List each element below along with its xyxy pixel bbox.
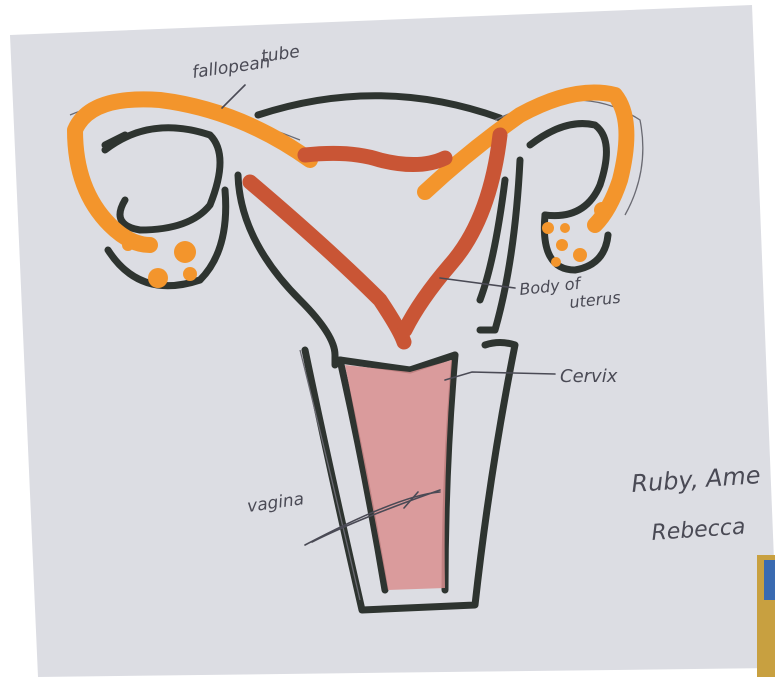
label-cervix: Cervix	[560, 366, 618, 387]
background-object-blue	[764, 560, 775, 600]
